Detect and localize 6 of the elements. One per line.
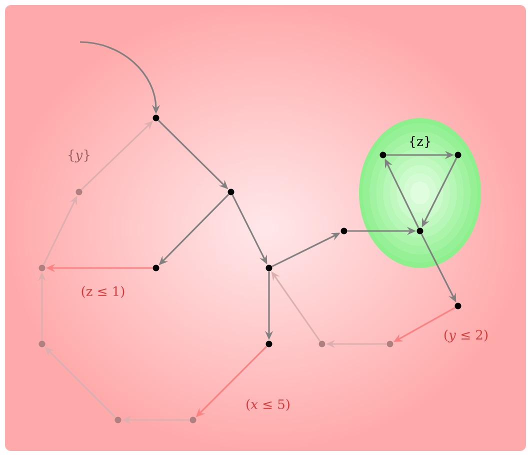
- edge-label: (y ≤ 2): [444, 330, 488, 342]
- edge-label: {z}: [410, 136, 430, 148]
- edge-label: (x ≤ 5): [246, 399, 290, 411]
- edge-label: (z ≤ 1): [82, 286, 124, 298]
- edge-label: {y}: [68, 150, 90, 162]
- region-ellipse: [359, 118, 481, 268]
